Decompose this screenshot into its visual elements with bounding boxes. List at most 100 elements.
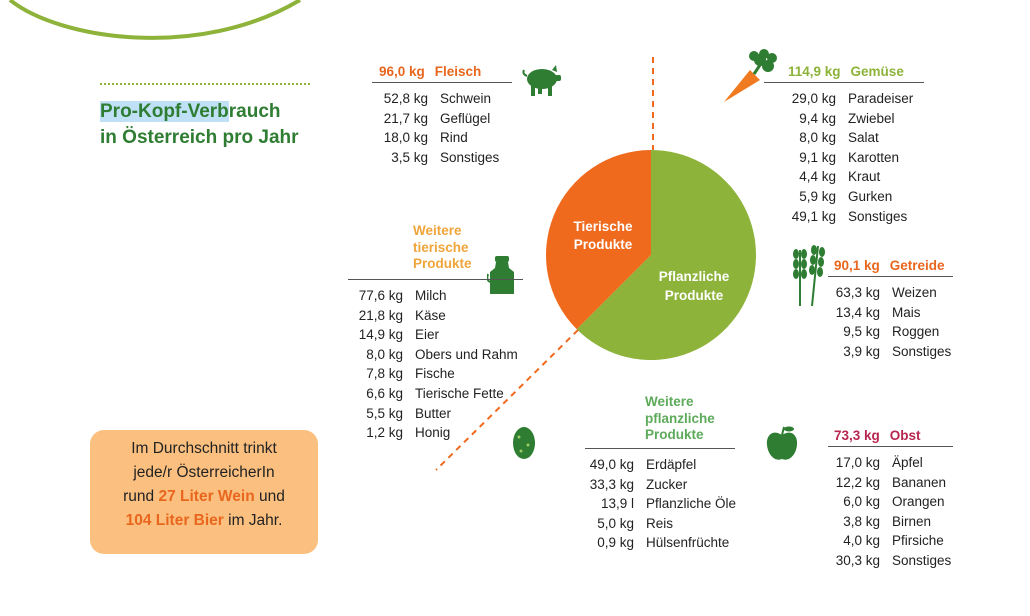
obst-name: Obst [889, 428, 921, 443]
slice-label-animal-1: Tierische [573, 219, 633, 234]
weitere_pflanzlich-item-name: Erdäpfel [646, 457, 697, 472]
getreide-item-value: 3,9 kg [843, 343, 880, 359]
weitere_pflanzlich-item-name: Pflanzliche Öle [646, 496, 737, 512]
gemuese-rule [764, 82, 924, 83]
getreide-item: 63,3 kg Weizen [828, 283, 953, 303]
decorative-arc [8, 0, 302, 40]
slice-label-animal-2: Produkte [574, 237, 633, 252]
weitere-pflanzlich-line3: Produkte [645, 427, 704, 442]
gemuese-item-name: Karotten [848, 149, 900, 165]
gemuese-item-value: 9,1 kg [799, 149, 836, 165]
weitere_tierisch-item-value: 6,6 kg [366, 385, 403, 401]
pig-icon [522, 65, 561, 96]
weitere_pflanzlich-item-name: Reis [646, 515, 674, 531]
obst-item-value: 30,3 kg [835, 552, 880, 568]
weitere_tierisch-item-value: 8,0 kg [366, 346, 403, 362]
weitere_pflanzlich-item: 5,0 kg Reis [585, 514, 735, 534]
weitere_tierisch-item-name: Fische [415, 366, 455, 382]
weitere_tierisch-item-name: Obers und Rahm [415, 346, 518, 362]
weitere_tierisch-item-value: 77,6 kg [358, 288, 403, 303]
fleisch-item-value: 21,7 kg [383, 110, 428, 126]
fleisch-item-name: Rind [440, 130, 468, 146]
weitere_pflanzlich-item-name: Zucker [646, 476, 688, 492]
weitere_pflanzlich-item: 33,3 kg Zucker [585, 475, 735, 495]
weitere-tierisch-line3: Produkte [413, 256, 472, 271]
milk-can-icon [487, 256, 514, 294]
gemuese-item-value: 5,9 kg [799, 188, 836, 204]
getreide-item-name: Sonstiges [892, 343, 952, 359]
page-title: Pro-Kopf-Verbrauch in Österreich pro Jah… [100, 99, 315, 151]
weitere_tierisch-item-name: Tierische Fette [415, 385, 504, 401]
weitere_tierisch-item-value: 1,2 kg [366, 425, 403, 441]
weitere_tierisch-item-value: 5,5 kg [366, 405, 403, 421]
getreide-item: 3,9 kg Sonstiges [828, 342, 953, 362]
title-line1-rest: rauch [228, 101, 281, 122]
getreide-item-name: Roggen [892, 324, 940, 340]
obst-item-value: 4,0 kg [843, 533, 880, 549]
potato-icon [513, 427, 535, 459]
info-line1: Im Durchschnitt trinkt [131, 440, 277, 457]
weitere_pflanzlich-item: 49,0 kg Erdäpfel [585, 455, 735, 475]
weitere_pflanzlich-item-value: 33,3 kg [589, 476, 634, 492]
slice-label-plant-1: Pflanzliche [659, 269, 730, 284]
weitere_tierisch-item-name: Eier [415, 327, 440, 343]
gemuese-item-value: 9,4 kg [799, 110, 836, 126]
fleisch-rule [372, 82, 512, 83]
getreide-item-name: Weizen [892, 285, 937, 300]
weitere_tierisch-item-value: 21,8 kg [358, 307, 403, 323]
weitere-pflanzlich-heading: Weitere pflanzliche Produkte [645, 394, 715, 444]
obst-item-value: 6,0 kg [843, 494, 880, 510]
pie-slice-animal [546, 150, 651, 330]
title-block: Pro-Kopf-Verbrauch in Österreich pro Jah… [100, 83, 315, 151]
obst-item: 30,3 kg Sonstiges [828, 551, 953, 571]
weitere-tierisch-line1: Weitere [413, 223, 462, 238]
info-line4-post: im Jahr. [223, 512, 283, 529]
getreide-name: Getreide [889, 258, 945, 273]
getreide-item-value: 13,4 kg [835, 304, 880, 320]
getreide-amount: 90,1 kg [834, 258, 880, 273]
gemuese-item-name: Kraut [848, 169, 881, 185]
obst-item-value: 3,8 kg [843, 513, 880, 529]
info-box: Im Durchschnitt trinkt jede/r Österreich… [90, 430, 318, 554]
gemuese-item-value: 8,0 kg [799, 130, 836, 146]
title-line2: in Österreich pro Jahr [100, 127, 299, 148]
gemuese-item-value: 49,1 kg [791, 208, 836, 224]
fleisch-item-name: Schwein [440, 91, 492, 106]
weitere-tierisch-heading: Weitere tierische Produkte [413, 223, 472, 273]
getreide-item-value: 63,3 kg [835, 285, 880, 300]
obst-item-name: Bananen [892, 474, 947, 490]
weitere_pflanzlich-item-value: 5,0 kg [597, 515, 634, 531]
apple-icon [766, 426, 798, 460]
gemuese-item-name: Zwiebel [848, 110, 895, 126]
obst-item-name: Sonstiges [892, 552, 952, 568]
carrot-icon [724, 49, 777, 102]
fleisch-item-value: 52,8 kg [383, 91, 428, 106]
weitere_pflanzlich-item-value: 49,0 kg [589, 457, 634, 472]
getreide-rule [828, 276, 953, 277]
weitere_tierisch-item-value: 14,9 kg [358, 327, 403, 343]
gemuese-item-name: Salat [848, 130, 879, 146]
weitere_pflanzlich-item-value: 0,9 kg [597, 535, 634, 551]
fleisch-item-name: Sonstiges [440, 149, 500, 165]
